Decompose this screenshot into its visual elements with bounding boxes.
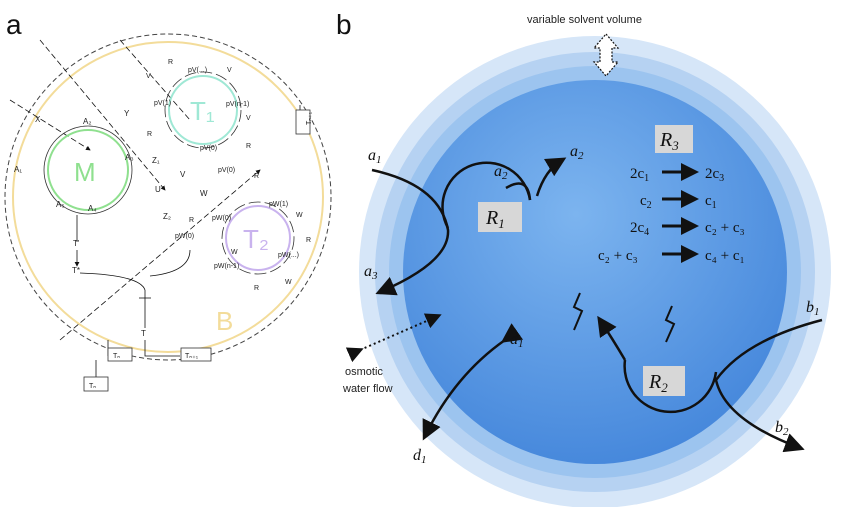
template1-cycle-arrows [164, 71, 242, 149]
species-t-star: T* [72, 266, 80, 275]
svg-text:d1: d1 [413, 447, 427, 466]
panel-b-label: b [336, 9, 352, 40]
svg-text:pV(1): pV(1) [154, 100, 171, 107]
panel-a-label: a [6, 9, 22, 40]
species-a2: A₂ [83, 117, 91, 126]
svg-text:a1: a1 [368, 147, 382, 166]
svg-text:R: R [306, 237, 311, 244]
svg-text:a2: a2 [494, 163, 508, 182]
svg-text:b1: b1 [806, 299, 820, 318]
species-labels: X Y A₂ A₁ A₃ A₄ A₅ Z₁ Z₂ U V W T' T* T [14, 109, 208, 338]
template-boxes: Tₙ Tₙ Tₙ₊₁ Tₙ₊₁ [83, 109, 313, 392]
species-z2: Z₂ [163, 212, 171, 221]
svg-text:R: R [147, 131, 152, 138]
osmotic-label-2: water flow [342, 383, 393, 395]
svg-text:pV(n-1): pV(n-1) [226, 101, 249, 108]
metabolism-cycle-arrows [43, 125, 133, 215]
d1-transport: d1 d1 [413, 323, 524, 466]
svg-text:2c4: 2c4 [630, 220, 649, 238]
svg-text:pV(0): pV(0) [218, 167, 235, 174]
reaction-r3: R3 2c1 2c3 c2 c1 2c4 c₂ + c₃ c₂ + c₃ c₄ … [598, 125, 745, 264]
template2-cycle-arrows [221, 201, 295, 275]
species-a4: A₄ [88, 204, 97, 213]
svg-text:c₂ + c₃: c₂ + c₃ [598, 248, 638, 264]
r3-box [655, 125, 693, 153]
svg-text:pW(0): pW(0) [175, 233, 194, 240]
osmotic-label-1: osmotic [345, 366, 383, 378]
svg-text:c₄ + c₁: c₄ + c₁ [705, 248, 745, 264]
osmotic-flow-arrow [345, 313, 442, 363]
box-tn-inner: Tₙ [113, 353, 120, 360]
svg-text:pW(1): pW(1) [269, 201, 288, 208]
svg-text:V: V [146, 73, 151, 80]
species-u: U [155, 185, 161, 194]
svg-text:pV(0): pV(0) [200, 145, 217, 152]
svg-text:R: R [168, 59, 173, 66]
svg-text:a2: a2 [570, 143, 584, 162]
svg-text:R: R [189, 217, 194, 224]
species-a5: A₅ [56, 200, 65, 209]
panel-a-feed-lines [9, 39, 261, 341]
template1-intermediates: pV(...) pV(1) pV(n-1) pV(0) pV(0) V V V … [146, 59, 251, 174]
membrane-label: B [216, 306, 233, 336]
svg-text:pV(...): pV(...) [188, 67, 207, 74]
svg-text:a3: a3 [364, 263, 378, 282]
svg-text:V: V [227, 67, 232, 74]
species-t: T [141, 329, 146, 338]
svg-text:d1: d1 [510, 331, 524, 350]
species-w: W [200, 189, 208, 198]
svg-text:V: V [246, 115, 251, 122]
species-t-prime: T' [73, 239, 80, 248]
svg-text:c₂ + c₃: c₂ + c₃ [705, 220, 745, 236]
svg-text:R3: R3 [659, 129, 679, 153]
svg-text:R: R [254, 285, 259, 292]
svg-text:W: W [296, 212, 303, 219]
svg-text:2c3: 2c3 [705, 166, 724, 184]
svg-text:R: R [254, 173, 259, 180]
svg-text:W: W [285, 279, 292, 286]
template1-circle [168, 75, 238, 145]
variable-solvent-label: variable solvent volume [527, 14, 642, 26]
membrane-circle [12, 41, 324, 353]
r1-box [478, 202, 522, 232]
svg-text:R2: R2 [648, 371, 668, 395]
svg-text:pW(n-1): pW(n-1) [214, 263, 239, 270]
svg-text:c1: c1 [705, 193, 717, 211]
svg-text:R: R [246, 143, 251, 150]
template2-circle [225, 205, 291, 271]
svg-text:b2: b2 [775, 419, 789, 438]
template2-intermediates: pW(1) pW(0) pW(0) pW(...) pW(n-1) W W W … [175, 173, 311, 292]
species-x: X [35, 115, 41, 124]
panel-a-outer-cycle [4, 33, 332, 361]
svg-text:c2: c2 [640, 193, 652, 211]
metabolism-label: M [74, 157, 96, 187]
reaction-r2: R2 b1 b2 [572, 292, 823, 453]
species-a3: A₃ [125, 153, 134, 162]
species-a1: A₁ [14, 165, 22, 174]
svg-text:2c1: 2c1 [630, 166, 649, 184]
species-v: V [180, 170, 186, 179]
svg-text:R1: R1 [485, 207, 505, 231]
box-tn1-side: Tₙ₊₁ [306, 111, 313, 125]
box-tn1-inner: Tₙ₊₁ [185, 353, 199, 360]
svg-text:pW(0): pW(0) [212, 215, 231, 222]
species-z1: Z₁ [152, 156, 160, 165]
r2-box [643, 366, 685, 396]
solvent-volume-arrow [592, 33, 620, 77]
species-y: Y [124, 109, 130, 118]
template2-label: T₂ [243, 224, 269, 254]
box-tn-outer: Tₙ [89, 383, 96, 390]
svg-text:pW(...): pW(...) [278, 252, 299, 259]
template1-label: T₁ [190, 96, 215, 126]
reaction-r1: R1 a1 a2 a2 a3 [364, 143, 584, 296]
svg-text:W: W [231, 249, 238, 256]
metabolism-circle [47, 129, 129, 211]
